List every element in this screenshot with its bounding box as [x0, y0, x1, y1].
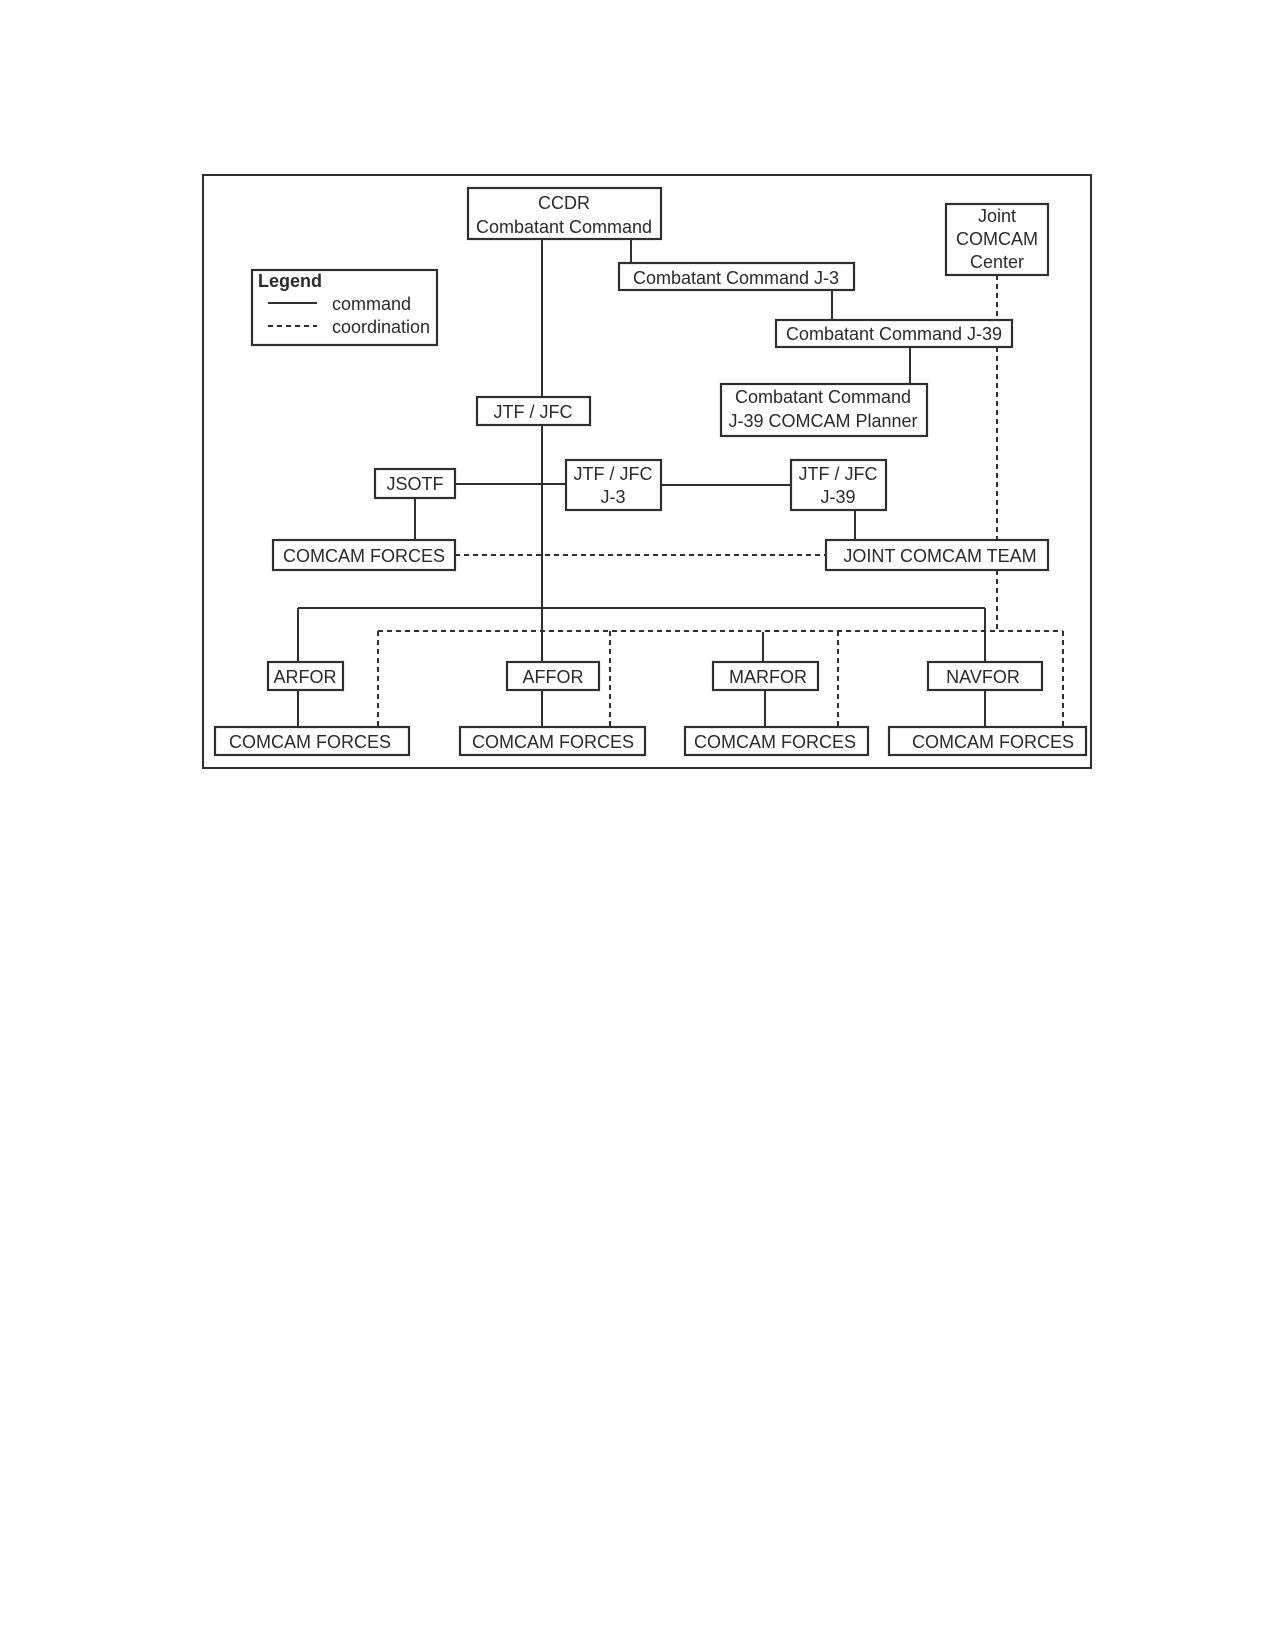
- node-joint-comcam-center-line-3: Center: [970, 252, 1024, 272]
- legend-command-label: command: [332, 294, 411, 314]
- node-comcam-forces-marfor: COMCAM FORCES: [683, 725, 870, 757]
- node-comcam-forces-jsotf-label: COMCAM FORCES: [283, 546, 445, 566]
- node-marfor-label: MARFOR: [729, 667, 807, 687]
- legend: Legend command coordination: [250, 268, 439, 347]
- node-cc-j39-planner: Combatant Command J-39 COMCAM Planner: [719, 382, 929, 438]
- node-comcam-forces-arfor-label: COMCAM FORCES: [229, 732, 391, 752]
- node-jtf-jfc: JTF / JFC: [475, 395, 592, 427]
- node-joint-comcam-center: Joint COMCAM Center: [944, 202, 1050, 277]
- node-cc-j39: Combatant Command J-39: [774, 318, 1014, 349]
- node-jtf-jfc-j3-line-2: J-3: [600, 487, 625, 507]
- node-comcam-forces-navfor-label: COMCAM FORCES: [912, 732, 1074, 752]
- node-joint-comcam-center-line-2: COMCAM: [956, 229, 1038, 249]
- node-cc-j39-planner-line-1: Combatant Command: [735, 387, 911, 407]
- command-lines: [297, 239, 986, 727]
- nodes: CCDR Combatant Command Combatant Command…: [213, 186, 1088, 757]
- node-comcam-forces-navfor: COMCAM FORCES: [887, 725, 1088, 757]
- node-arfor: ARFOR: [266, 660, 345, 692]
- node-arfor-label: ARFOR: [274, 667, 337, 687]
- node-comcam-forces-marfor-label: COMCAM FORCES: [694, 732, 856, 752]
- node-marfor: MARFOR: [711, 660, 820, 692]
- node-comcam-forces-affor-label: COMCAM FORCES: [472, 732, 634, 752]
- node-comcam-forces-jsotf: COMCAM FORCES: [271, 538, 457, 572]
- legend-title: Legend: [258, 271, 322, 291]
- node-cc-j39-planner-line-2: J-39 COMCAM Planner: [728, 411, 917, 431]
- node-affor: AFFOR: [505, 660, 601, 692]
- node-jtf-jfc-j39-line-2: J-39: [820, 487, 855, 507]
- node-ccdr-line-2: Combatant Command: [476, 217, 652, 237]
- legend-coordination-label: coordination: [332, 317, 430, 337]
- node-jtf-jfc-j3-line-1: JTF / JFC: [574, 464, 653, 484]
- node-jtf-jfc-label: JTF / JFC: [494, 402, 573, 422]
- node-comcam-forces-arfor: COMCAM FORCES: [213, 725, 411, 757]
- node-jsotf: JSOTF: [373, 467, 457, 500]
- node-ccdr-line-1: CCDR: [538, 193, 590, 213]
- node-cc-j3-label: Combatant Command J-3: [633, 268, 839, 288]
- node-jtf-jfc-j39: JTF / JFC J-39: [789, 458, 888, 512]
- node-jtf-jfc-j3: JTF / JFC J-3: [564, 458, 663, 512]
- node-jtf-jfc-j39-line-1: JTF / JFC: [799, 464, 878, 484]
- node-comcam-forces-affor: COMCAM FORCES: [458, 725, 647, 757]
- legend-box: [250, 268, 439, 347]
- node-navfor: NAVFOR: [926, 660, 1044, 692]
- node-cc-j3: Combatant Command J-3: [617, 261, 856, 292]
- node-joint-comcam-team: JOINT COMCAM TEAM: [824, 538, 1050, 572]
- node-joint-comcam-team-label: JOINT COMCAM TEAM: [843, 546, 1036, 566]
- node-cc-j39-label: Combatant Command J-39: [786, 324, 1002, 344]
- coordination-lines: [377, 275, 1064, 727]
- node-jsotf-label: JSOTF: [387, 474, 444, 494]
- node-navfor-label: NAVFOR: [946, 667, 1020, 687]
- node-joint-comcam-center-line-1: Joint: [978, 206, 1016, 226]
- node-ccdr: CCDR Combatant Command: [466, 186, 663, 241]
- node-affor-label: AFFOR: [523, 667, 584, 687]
